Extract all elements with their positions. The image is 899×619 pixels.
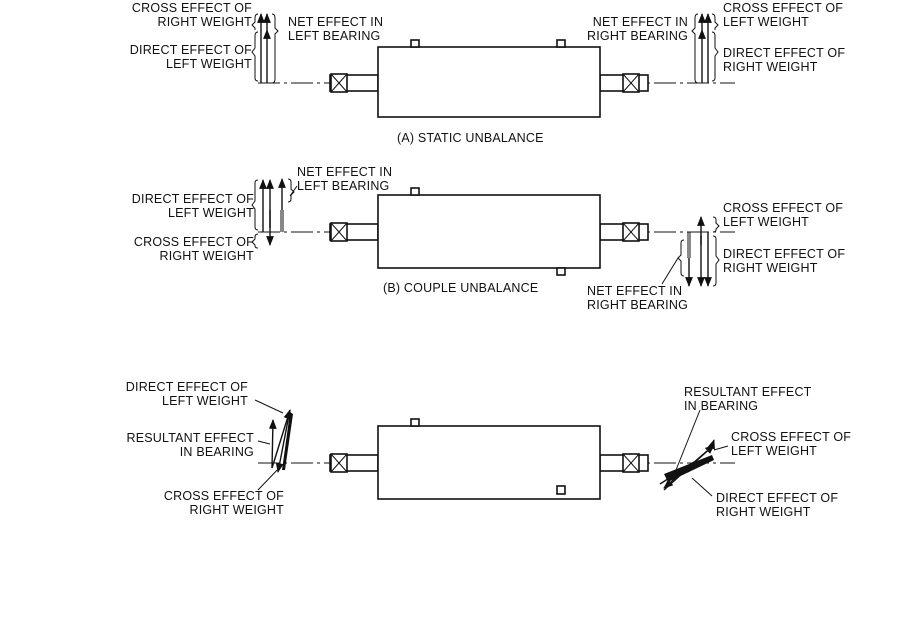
left-cross-brace bbox=[251, 13, 259, 30]
left-net-brace bbox=[271, 13, 279, 84]
label-a-left-net-2: LEFT BEARING bbox=[288, 29, 380, 43]
label-b-right-direct-2: RIGHT WEIGHT bbox=[723, 261, 818, 275]
right-cross-brace bbox=[711, 13, 719, 30]
left-bearing bbox=[330, 222, 348, 242]
label-b-left-net-1: NET EFFECT IN bbox=[297, 165, 392, 179]
right-net-brace bbox=[691, 13, 699, 84]
rotor-body bbox=[377, 425, 601, 500]
label-b-left-cross-1: CROSS EFFECT OF bbox=[134, 235, 254, 249]
left-bearing bbox=[330, 453, 348, 473]
label-a-left-cross-2: RIGHT WEIGHT bbox=[157, 15, 252, 29]
left-weight bbox=[410, 39, 420, 48]
right-cross-leader bbox=[713, 445, 729, 451]
caption-couple-unbalance: (B) COUPLE UNBALANCE bbox=[383, 281, 538, 295]
left-net-leader bbox=[289, 185, 298, 197]
left-weight bbox=[410, 418, 420, 427]
rotor-body bbox=[377, 194, 601, 269]
label-b-left-net-2: LEFT BEARING bbox=[297, 179, 389, 193]
right-direct-brace bbox=[712, 235, 720, 287]
left-resultant-vector bbox=[268, 419, 277, 469]
left-direct-leader bbox=[254, 399, 284, 414]
right-resultant-leader bbox=[675, 409, 701, 471]
label-c-left-result-2: IN BEARING bbox=[180, 445, 254, 459]
rotor-body bbox=[377, 46, 601, 118]
right-bearing bbox=[622, 222, 640, 242]
left-cross-brace bbox=[251, 233, 259, 249]
left-cross-vector bbox=[275, 409, 291, 473]
left-direct-brace bbox=[251, 179, 259, 231]
right-triangle-body bbox=[664, 455, 714, 482]
label-b-right-net-2: RIGHT BEARING bbox=[587, 298, 688, 312]
label-c-right-cross-2: LEFT WEIGHT bbox=[731, 444, 817, 458]
label-b-right-cross-1: CROSS EFFECT OF bbox=[723, 201, 843, 215]
label-a-right-net-1: NET EFFECT IN bbox=[593, 15, 688, 29]
label-a-left-direct-2: LEFT WEIGHT bbox=[166, 57, 252, 71]
right-net-brace bbox=[677, 239, 685, 277]
label-a-left-net-1: NET EFFECT IN bbox=[288, 15, 383, 29]
label-b-left-direct-2: LEFT WEIGHT bbox=[168, 206, 254, 220]
label-b-left-cross-2: RIGHT WEIGHT bbox=[159, 249, 254, 263]
label-a-left-direct-1: DIRECT EFFECT OF bbox=[130, 43, 252, 57]
label-a-right-direct-1: DIRECT EFFECT OF bbox=[723, 46, 845, 60]
label-c-left-result-1: RESULTANT EFFECT bbox=[126, 431, 254, 445]
label-c-left-direct-1: DIRECT EFFECT OF bbox=[126, 380, 248, 394]
label-a-right-cross-1: CROSS EFFECT OF bbox=[723, 1, 843, 15]
left-resultant-leader bbox=[257, 440, 271, 445]
label-a-left-cross-1: CROSS EFFECT OF bbox=[132, 1, 252, 15]
couple-unbalance-panel: NET EFFECT IN LEFT BEARING DIRECT EFFECT… bbox=[132, 165, 845, 312]
label-c-right-result-1: RESULTANT EFFECT bbox=[684, 385, 812, 399]
label-c-right-direct-1: DIRECT EFFECT OF bbox=[716, 491, 838, 505]
caption-static-unbalance: (A) STATIC UNBALANCE bbox=[397, 131, 544, 145]
left-bearing bbox=[330, 73, 348, 93]
right-weight bbox=[556, 485, 566, 495]
left-weight bbox=[410, 187, 420, 196]
label-c-left-direct-2: LEFT WEIGHT bbox=[162, 394, 248, 408]
static-unbalance-panel: CROSS EFFECT OF RIGHT WEIGHT DIRECT EFFE… bbox=[130, 1, 845, 145]
label-c-right-result-2: IN BEARING bbox=[684, 399, 758, 413]
right-net-leader bbox=[661, 257, 679, 285]
right-bearing bbox=[622, 73, 640, 93]
dynamic-unbalance-panel: DIRECT EFFECT OF LEFT WEIGHT RESULTANT E… bbox=[126, 380, 851, 519]
right-weight bbox=[556, 39, 566, 48]
left-cross-leader bbox=[257, 465, 282, 491]
label-b-left-direct-1: DIRECT EFFECT OF bbox=[132, 192, 254, 206]
right-direct-brace bbox=[711, 31, 719, 82]
label-c-right-cross-1: CROSS EFFECT OF bbox=[731, 430, 851, 444]
label-b-right-net-1: NET EFFECT IN bbox=[587, 284, 682, 298]
right-direct-leader bbox=[691, 477, 713, 497]
right-cross-brace bbox=[712, 216, 720, 233]
right-weight bbox=[556, 267, 566, 276]
label-a-right-cross-2: LEFT WEIGHT bbox=[723, 15, 809, 29]
left-direct-brace bbox=[251, 31, 259, 82]
label-b-right-direct-1: DIRECT EFFECT OF bbox=[723, 247, 845, 261]
label-a-right-direct-2: RIGHT WEIGHT bbox=[723, 60, 818, 74]
label-b-right-cross-2: LEFT WEIGHT bbox=[723, 215, 809, 229]
right-cross-tip bbox=[707, 439, 715, 453]
label-c-left-cross-1: CROSS EFFECT OF bbox=[164, 489, 284, 503]
left-net-brace bbox=[287, 178, 295, 203]
right-bearing bbox=[622, 453, 640, 473]
label-a-right-net-2: RIGHT BEARING bbox=[587, 29, 688, 43]
label-c-left-cross-2: RIGHT WEIGHT bbox=[189, 503, 284, 517]
label-c-right-direct-2: RIGHT WEIGHT bbox=[716, 505, 811, 519]
left-cross-vector-body bbox=[282, 412, 293, 470]
left-direct-vector bbox=[271, 409, 292, 469]
